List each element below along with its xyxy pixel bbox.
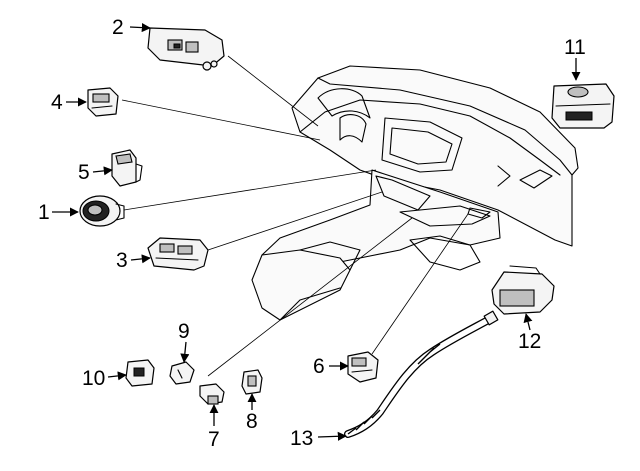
callout-arrows xyxy=(52,23,581,441)
part-4-switch xyxy=(87,87,119,117)
callout-2: 2 xyxy=(112,16,124,39)
leader-lines xyxy=(121,55,469,377)
callout-4: 4 xyxy=(51,91,63,114)
part-10-switch xyxy=(125,359,155,387)
part-1-push-button xyxy=(79,195,125,227)
callout-5: 5 xyxy=(78,161,90,184)
callout-1: 1 xyxy=(38,201,50,224)
callout-9: 9 xyxy=(178,320,190,343)
callout-13: 13 xyxy=(290,427,313,450)
part-3-switch-panel xyxy=(147,237,209,271)
part-5-bracket xyxy=(111,149,143,187)
part-12-socket xyxy=(491,265,555,315)
part-8-switch xyxy=(241,369,263,395)
dashboard-outline xyxy=(251,65,579,321)
part-13-cable xyxy=(344,310,499,438)
part-6-switch xyxy=(347,351,379,383)
part-2-switch-assembly xyxy=(147,27,225,71)
part-7-block xyxy=(199,383,225,405)
part-9-bulb xyxy=(169,361,195,385)
callout-11: 11 xyxy=(564,36,586,59)
callout-7: 7 xyxy=(208,428,220,451)
callout-labels: 2 4 5 1 3 11 12 6 9 10 7 8 13 xyxy=(38,16,586,451)
part-11-switch xyxy=(551,83,615,129)
callout-12: 12 xyxy=(518,330,541,353)
callout-6: 6 xyxy=(313,355,325,378)
callout-10: 10 xyxy=(82,367,105,390)
callout-8: 8 xyxy=(246,410,258,433)
callout-3: 3 xyxy=(116,249,128,272)
